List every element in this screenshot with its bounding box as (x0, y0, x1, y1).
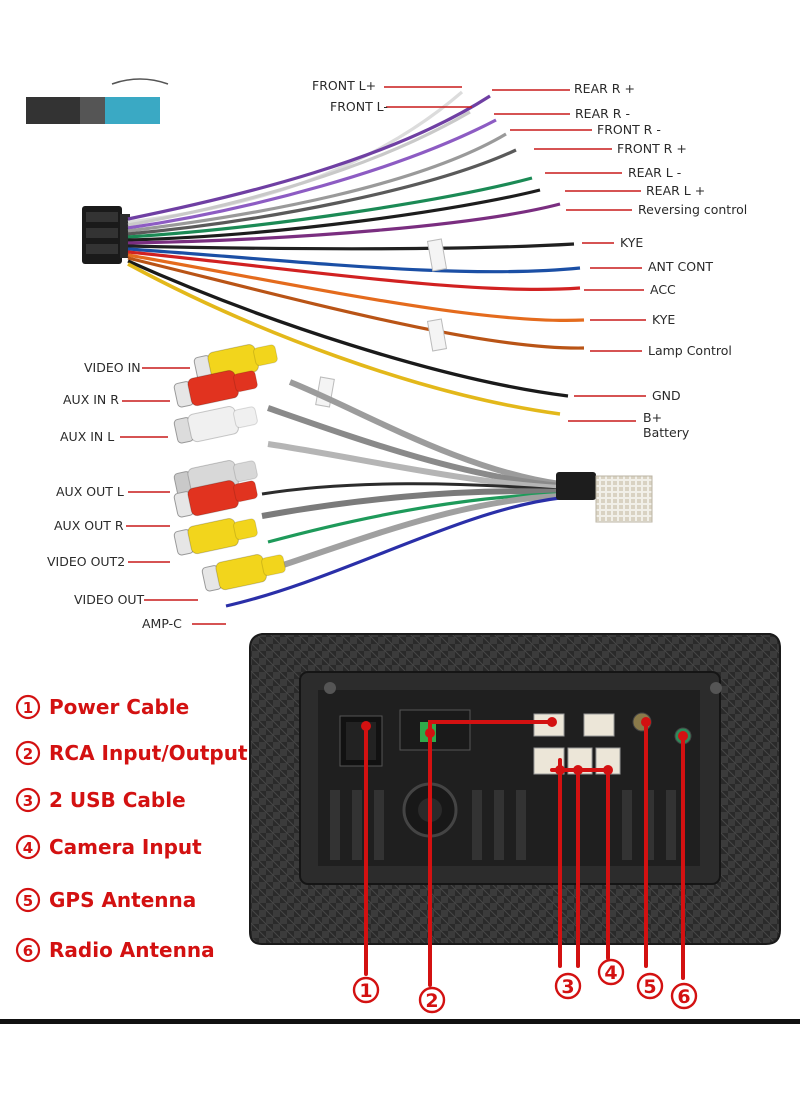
legend-label: GPS Antenna (49, 888, 196, 912)
legend-marker-6 (15, 937, 41, 963)
rca-plug (201, 554, 286, 592)
label-acc: ACC (650, 282, 676, 297)
label-reversing-control: Reversing control (638, 202, 747, 217)
head-unit-back-panel (249, 633, 781, 945)
legend-label: 2 USB Cable (49, 788, 186, 812)
label-b-plus: B+ (643, 410, 662, 425)
legend-number: 4 (23, 839, 33, 857)
rca-connector (556, 472, 596, 500)
callout-circle-1 (352, 976, 380, 1004)
brand-logo (26, 78, 169, 124)
rca-plug (173, 518, 258, 556)
label-rear-r-plus: REAR R + (574, 81, 635, 96)
rca-plug (173, 370, 258, 408)
legend-number: 2 (23, 745, 33, 763)
legend-label: RCA Input/Output (49, 741, 248, 765)
callout-circle-2 (418, 986, 446, 1014)
legend-number: 6 (23, 942, 33, 960)
label-rear-r-minus: REAR R - (575, 106, 630, 121)
label-ant-cont: ANT CONT (648, 259, 713, 274)
bottom-rule (0, 1019, 800, 1024)
label-aux-out-r: AUX OUT R (54, 518, 124, 533)
callout-circle-5 (636, 972, 664, 1000)
legend-marker-2 (15, 740, 41, 766)
rca-plug (193, 344, 278, 382)
legend-number: 3 (23, 792, 33, 810)
label-front-l-minus: FRONT L- (330, 99, 388, 114)
legend-label: Camera Input (49, 835, 202, 859)
legend-number: 1 (23, 699, 33, 717)
rca-plug (173, 480, 258, 518)
callout-number-3: 3 (561, 976, 574, 998)
label-rear-l-minus: REAR L - (628, 165, 681, 180)
callout-circle-4 (597, 958, 625, 986)
label-aux-out-l: AUX OUT L (56, 484, 124, 499)
power-harness (82, 90, 585, 416)
label-battery: Battery (643, 425, 690, 440)
legend-marker-4 (15, 834, 41, 860)
label-gnd: GND (652, 388, 681, 403)
legend-marker-3 (15, 787, 41, 813)
legend-marker-5 (15, 887, 41, 913)
callout-number-6: 6 (677, 986, 690, 1008)
callout-number-5: 5 (643, 976, 656, 998)
label-front-r-minus: FRONT R - (597, 122, 661, 137)
wire-labels: FRONT L+FRONT L-REAR R +REAR R -FRONT R … (47, 78, 747, 631)
legend-marker-1 (15, 694, 41, 720)
label-aux-in-r: AUX IN R (63, 392, 119, 407)
label-front-l-plus: FRONT L+ (312, 78, 376, 93)
rca-port (399, 709, 471, 751)
component-legend: 1 Power Cable 2 RCA Input/Output 3 2 USB Cabl… (15, 694, 248, 963)
label-aux-in-l: AUX IN L (60, 429, 114, 444)
label-video-in: VIDEO IN (84, 360, 141, 375)
legend-label: Power Cable (49, 695, 189, 719)
legend-label: Radio Antenna (49, 938, 215, 962)
label-kye-2: KYE (652, 312, 675, 327)
legend-number: 5 (23, 892, 33, 910)
label-kye-1: KYE (620, 235, 643, 250)
rca-plug (173, 406, 258, 444)
callout-number-1: 1 (359, 980, 372, 1002)
callout-circle-6 (670, 982, 698, 1010)
callout-lines (364, 720, 685, 987)
callout-circle-3 (554, 972, 582, 1000)
label-lamp-control: Lamp Control (648, 343, 732, 358)
label-amp-c: AMP-C (142, 616, 182, 631)
label-front-r-plus: FRONT R + (617, 141, 687, 156)
label-video-out2: VIDEO OUT2 (47, 554, 125, 569)
label-video-out: VIDEO OUT (74, 592, 145, 607)
callout-number-2: 2 (425, 990, 438, 1012)
rca-harness (173, 344, 653, 608)
label-rear-l-plus: REAR L + (646, 183, 705, 198)
callout-number-4: 4 (604, 962, 617, 984)
